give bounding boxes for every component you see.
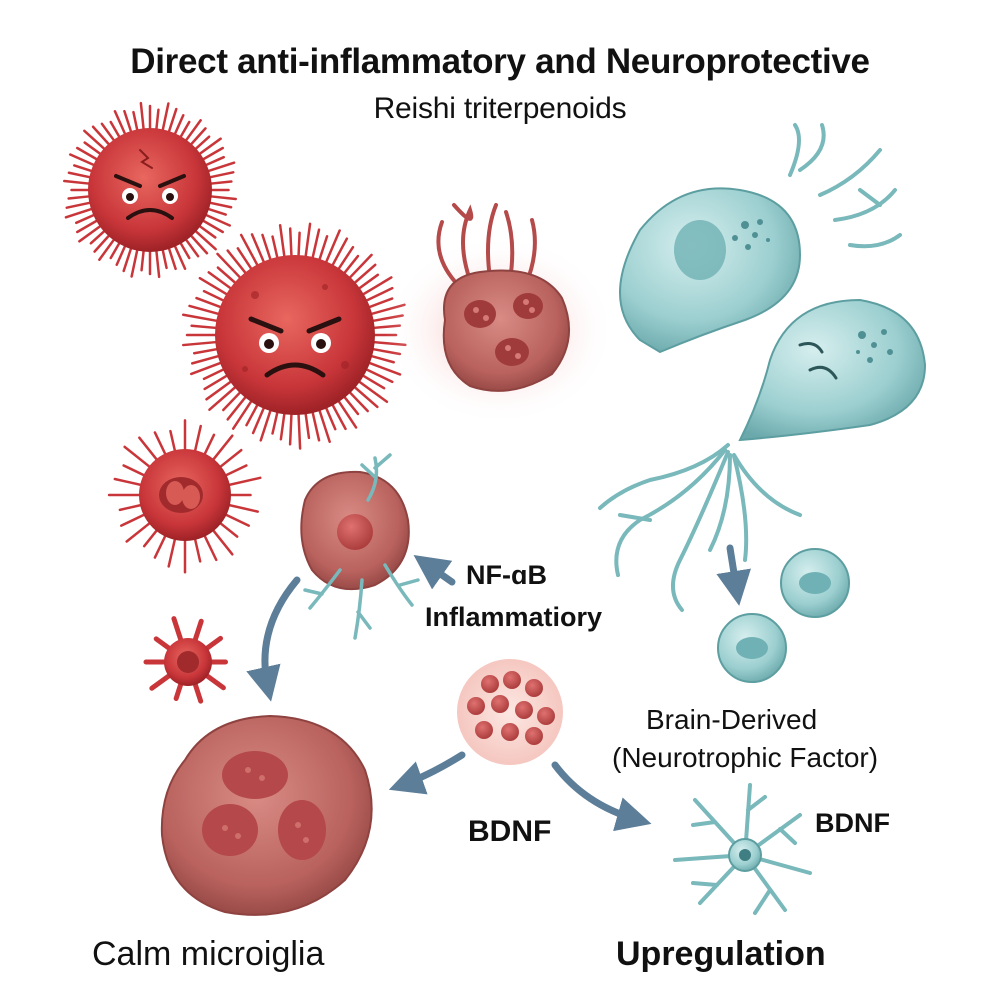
angry-inflamed-cell-middle <box>181 222 407 450</box>
arrow-to-calm-microglia <box>246 576 301 702</box>
label-neurotrophic-factor: (Neurotrophic Factor) <box>612 742 879 773</box>
label-bdnf-center: BDNF <box>468 815 552 848</box>
spikes <box>181 222 407 450</box>
neuron-cell-lower <box>738 298 927 442</box>
page-title: Direct anti-inflammatory and Neuroprotec… <box>130 42 870 81</box>
neuron-cell-upper <box>619 123 902 354</box>
microglia-with-dendrites <box>300 453 420 640</box>
page-subtitle: Reishi triterpenoids <box>373 92 627 125</box>
arrow-bdnf-to-neuron <box>551 761 652 832</box>
tiny-inflamed-cell <box>143 616 228 704</box>
activated-microglia-glowing <box>385 203 615 425</box>
label-bdnf-right: BDNF <box>815 808 890 838</box>
calm-microglia-cell <box>160 714 373 916</box>
arrow-bdnf-to-calm <box>388 751 466 795</box>
spikes <box>63 101 237 279</box>
label-nfkb: NF-ɑB <box>466 560 547 590</box>
teal-cell-small-left <box>717 613 787 683</box>
arrow-nfkb-inhibition <box>413 554 456 590</box>
small-inflamed-cell <box>107 419 262 574</box>
label-calm-microglia: Calm microiglia <box>92 935 325 973</box>
bdnf-cluster <box>457 659 563 765</box>
healthy-neuron-star <box>673 783 812 915</box>
arrow-axon-down <box>716 544 751 606</box>
label-brain-derived: Brain-Derived <box>646 704 818 735</box>
spikes <box>107 419 262 574</box>
teal-cell-small-right <box>780 548 850 618</box>
flow-arrows <box>246 544 751 832</box>
axon-branches <box>598 443 802 612</box>
label-inflammatory: Inflammatiory <box>425 602 603 632</box>
label-upregulation: Upregulation <box>616 935 826 973</box>
angry-inflamed-cell-top <box>63 101 237 279</box>
